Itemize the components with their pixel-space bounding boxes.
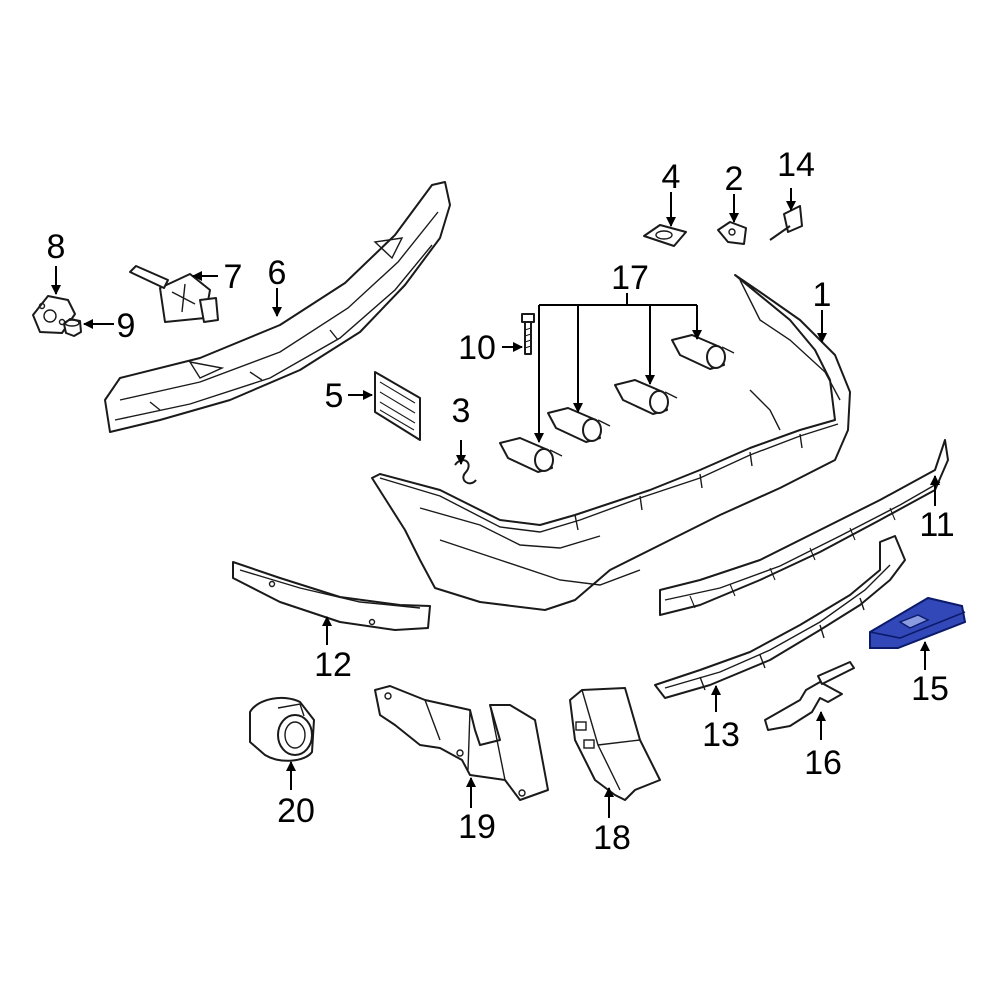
callout-13: 13	[702, 716, 740, 754]
callout-20: 20	[277, 792, 315, 830]
callout-11: 11	[919, 506, 954, 544]
leader-lines	[51, 188, 940, 818]
part-12-trim[interactable]	[232, 561, 431, 631]
callout-1: 1	[813, 276, 832, 314]
sensor-3	[614, 379, 678, 415]
callout-4: 4	[662, 158, 681, 196]
part-16-small-bracket[interactable]	[764, 661, 855, 731]
part-2-nut[interactable]	[717, 221, 747, 245]
callout-3: 3	[452, 392, 471, 430]
callout-18: 18	[593, 819, 631, 857]
part-11-strip[interactable]	[659, 439, 949, 616]
part-3-clip[interactable]	[454, 459, 477, 485]
part-9-plug[interactable]	[63, 318, 82, 337]
callout-19: 19	[458, 808, 496, 846]
callout-15: 15	[911, 670, 949, 708]
part-20-housing[interactable]	[249, 696, 315, 762]
sensor-1	[499, 437, 563, 473]
callout-7: 7	[224, 258, 243, 296]
callout-8: 8	[47, 228, 66, 266]
part-5-grille[interactable]	[374, 371, 421, 441]
part-6-impact-bar[interactable]	[104, 181, 451, 433]
callout-5: 5	[325, 377, 344, 415]
part-7-bracket[interactable]	[129, 265, 219, 323]
callout-6: 6	[268, 254, 287, 292]
callout-17: 17	[611, 259, 649, 297]
callout-16: 16	[804, 744, 842, 782]
part-18-control-module[interactable]	[569, 687, 661, 801]
part-1-bumper-cover[interactable]	[371, 274, 851, 611]
part-14-bracket[interactable]	[769, 205, 803, 241]
part-4-nut[interactable]	[643, 224, 687, 247]
sensor-2	[547, 407, 611, 443]
sensor-4	[671, 334, 735, 370]
callout-labels: 1 2 3 4 5 6 7 8 9 10 11 12 13 14 15 16 1…	[47, 146, 955, 857]
callout-12: 12	[314, 646, 352, 684]
callout-2: 2	[725, 160, 744, 198]
callout-14: 14	[777, 146, 815, 184]
part-13-lower-bracket[interactable]	[654, 535, 906, 699]
part-10-bolt[interactable]	[521, 313, 535, 355]
part-19-bracket[interactable]	[374, 685, 549, 801]
callout-9: 9	[117, 307, 136, 345]
callout-10: 10	[458, 329, 496, 367]
part-15-highlighted-bracket[interactable]	[869, 596, 967, 649]
part-17-sensors[interactable]	[499, 334, 735, 473]
